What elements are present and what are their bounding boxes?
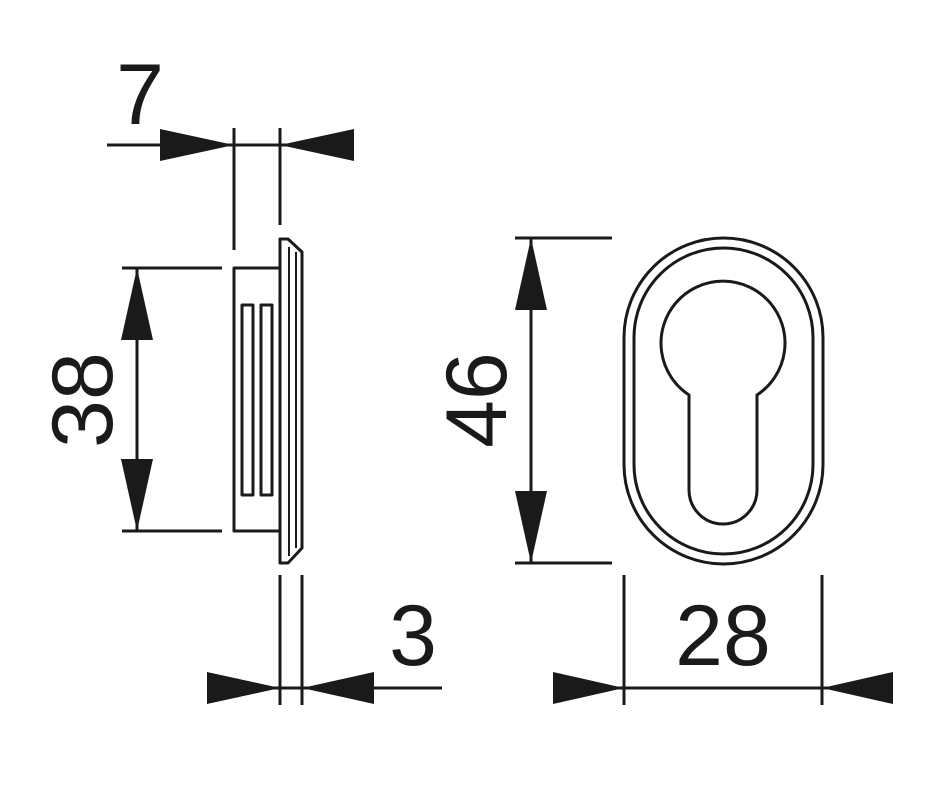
dimension-label-side-thickness: 7	[116, 47, 164, 143]
arrowhead	[302, 672, 374, 704]
arrowhead	[515, 238, 547, 310]
side-view	[232, 237, 304, 565]
arrowhead	[280, 129, 354, 161]
arrowhead	[121, 268, 153, 340]
dimension-28	[553, 575, 893, 705]
arrowhead	[121, 459, 153, 531]
dimension-label-side-height: 38	[35, 352, 131, 448]
dimension-label-front-height: 46	[429, 352, 525, 448]
side-cover-plate	[278, 237, 304, 565]
arrowhead	[160, 129, 234, 161]
arrowhead	[207, 672, 280, 704]
side-slot-right	[259, 303, 274, 497]
arrowhead	[553, 672, 624, 704]
dimension-3	[207, 575, 442, 705]
front-outer-oval	[622, 236, 825, 566]
dimension-7	[107, 128, 354, 250]
dimension-46	[515, 236, 612, 565]
arrowhead	[515, 491, 547, 563]
dimension-label-front-width: 28	[675, 588, 771, 684]
dimension-38	[121, 266, 222, 533]
cylinder-cutout	[659, 279, 787, 526]
front-view	[622, 236, 825, 566]
dimension-label-plate-thickness: 3	[389, 588, 437, 684]
side-slot-left	[240, 303, 255, 497]
arrowhead	[822, 672, 893, 704]
front-inner-oval	[632, 246, 815, 556]
